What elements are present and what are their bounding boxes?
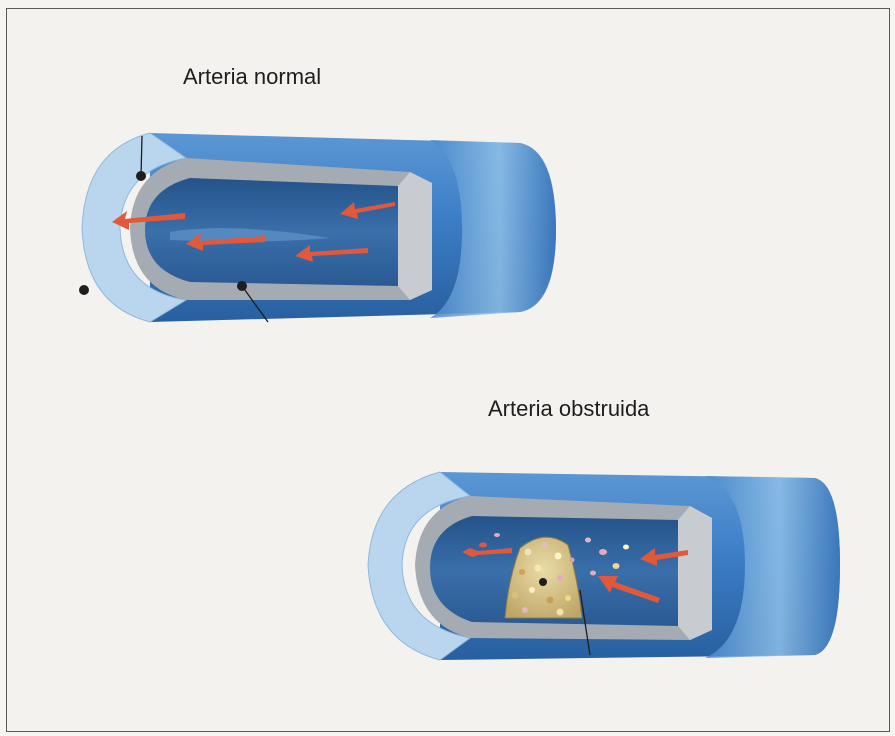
obstructed-wall-edge (678, 506, 712, 640)
pointer-dot (79, 285, 89, 295)
obstructed-artery (368, 472, 840, 660)
normal-artery (79, 133, 556, 322)
normal-artery-label: Arteria normal (183, 64, 321, 90)
pointer-dot (237, 281, 247, 291)
obstructed-artery-label: Arteria obstruida (488, 396, 649, 422)
normal-wall-edge (398, 172, 432, 300)
pointer-dot (136, 171, 146, 181)
